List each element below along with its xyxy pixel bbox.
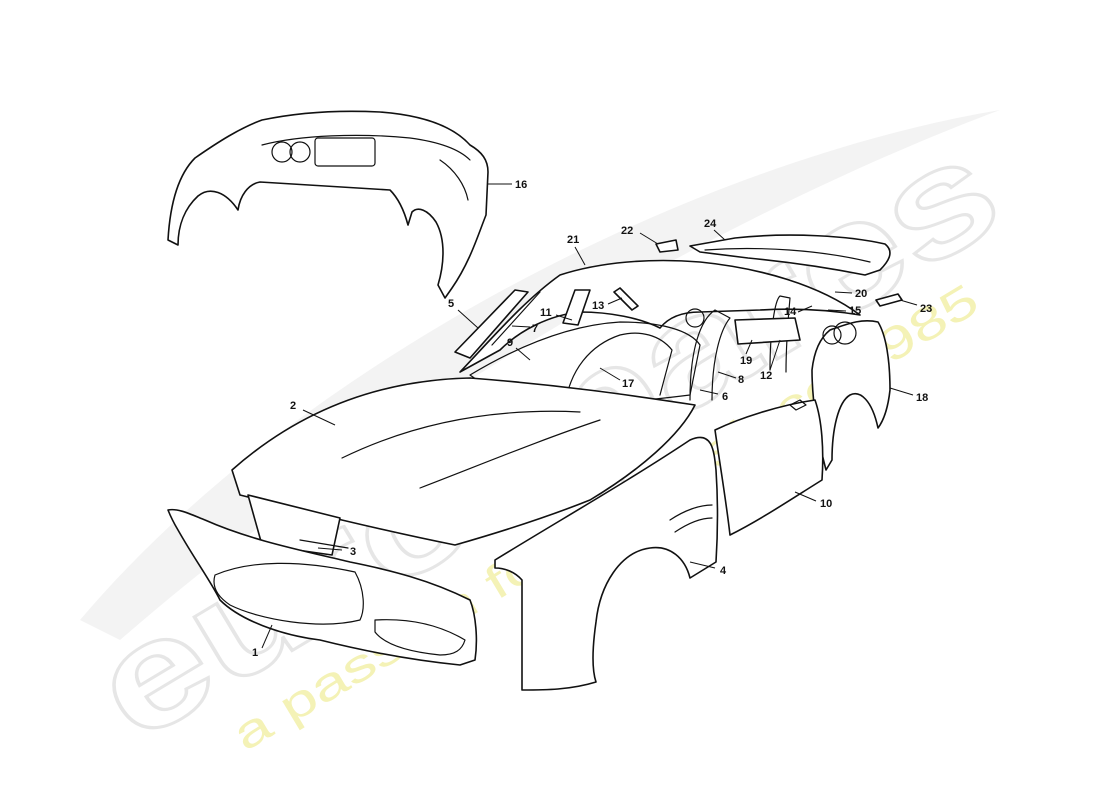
callout-16: 16: [515, 179, 527, 191]
callout-18: 18: [916, 392, 928, 404]
callout-21: 21: [567, 234, 579, 246]
callout-7: 7: [532, 323, 538, 335]
callout-24: 24: [704, 218, 717, 230]
clip-22: [655, 239, 679, 253]
callout-labels: 1 2 3 4 5 6 7 8 9 10 11 12 13 14 15 16 1…: [252, 179, 932, 659]
callout-20: 20: [855, 288, 867, 300]
callout-15: 15: [849, 305, 861, 317]
rear-quarter-panel: [811, 320, 891, 471]
callout-10: 10: [820, 498, 832, 510]
callout-2: 2: [290, 400, 296, 412]
body-shell: [167, 259, 861, 691]
clip-23: [875, 293, 903, 307]
watermark-swoosh: [80, 110, 1000, 640]
callout-23: 23: [920, 303, 932, 315]
callout-22: 22: [621, 225, 633, 237]
callout-17: 17: [622, 378, 634, 390]
callout-12: 12: [760, 370, 772, 382]
callout-9: 9: [507, 337, 513, 349]
leader-lines: [261, 183, 918, 649]
callout-14: 14: [784, 306, 797, 318]
callout-8: 8: [738, 374, 744, 386]
callout-6: 6: [722, 391, 728, 403]
callout-1: 1: [252, 647, 258, 659]
rear-deck-panel: [689, 234, 891, 276]
callout-5: 5: [448, 298, 454, 310]
callout-11: 11: [540, 307, 552, 319]
callout-4: 4: [720, 565, 727, 577]
rear-inner-panel: [167, 110, 489, 299]
callout-19: 19: [740, 355, 752, 367]
callout-3: 3: [350, 546, 356, 558]
callout-13: 13: [592, 300, 604, 312]
